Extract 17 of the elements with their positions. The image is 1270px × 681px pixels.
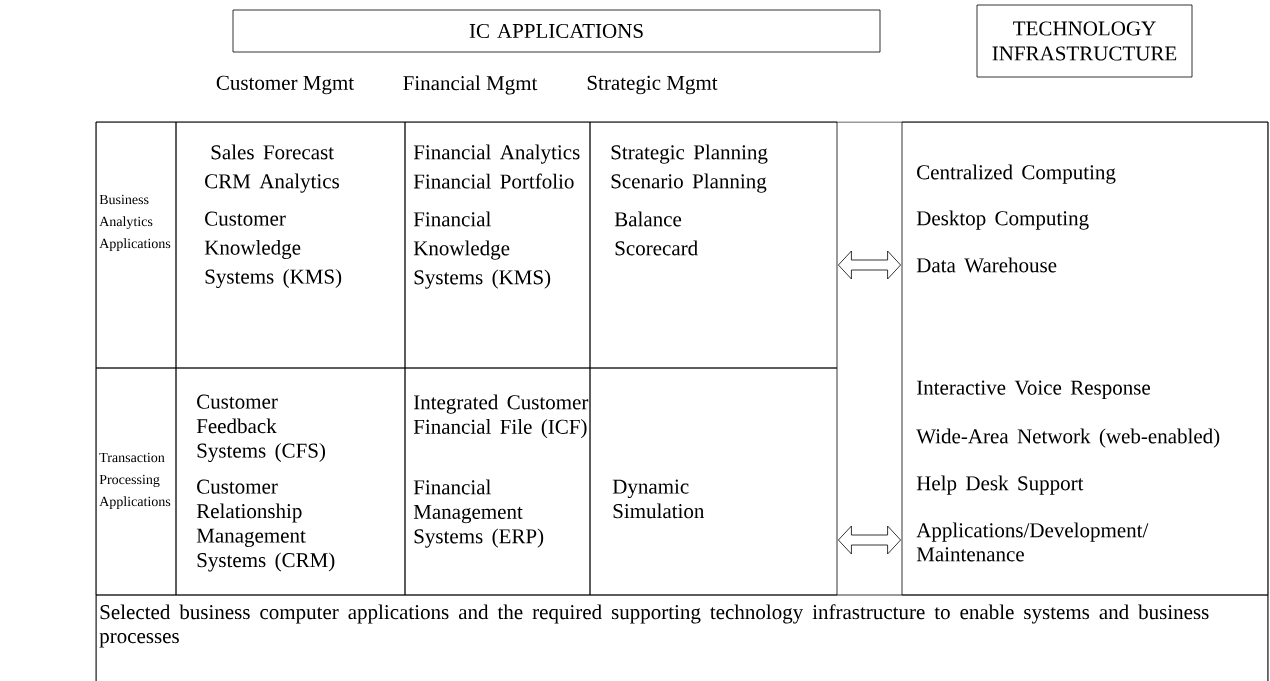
- column-header: Financial Mgmt: [403, 75, 538, 95]
- table-cell: Transaction Processing Applications: [95, 367, 177, 596]
- double-arrow: [838, 250, 901, 280]
- column-header: Strategic Mgmt: [587, 75, 718, 95]
- table-cell: Strategic Planning Scenario Planning Balance Scorecard: [589, 121, 838, 369]
- table-cell: Centralized Computing Desktop Computing Data Warehouse Interactive Voice Response Wide-Area Network (web-enabled) Help Desk Support Applications/Development/ Maintenance: [901, 121, 1269, 596]
- caption-cell: Selected business computer applications and the required supporting technology infrastructure to enable systems and business processes: [95, 594, 1269, 681]
- table-cell: Business Analytics Applications: [95, 121, 177, 369]
- header-box: IC APPLICATIONS: [232, 9, 881, 53]
- table-cell: Integrated Customer Financial File (ICF) Financial Management Systems (ERP): [404, 367, 591, 596]
- table-cell: Customer Feedback Systems (CFS) Customer Relationship Management Systems (CRM): [175, 367, 406, 596]
- table-cell: Dynamic Simulation: [589, 367, 838, 596]
- table-cell: Financial Analytics Financial Portfolio Financial Knowledge Systems (KMS): [404, 121, 591, 369]
- header-box: TECHNOLOGY INFRASTRUCTURE: [976, 4, 1193, 78]
- column-header: Customer Mgmt: [216, 75, 354, 95]
- table-cell: Sales Forecast CRM Analytics Customer Knowledge Systems (KMS): [175, 121, 406, 369]
- double-arrow: [838, 525, 901, 555]
